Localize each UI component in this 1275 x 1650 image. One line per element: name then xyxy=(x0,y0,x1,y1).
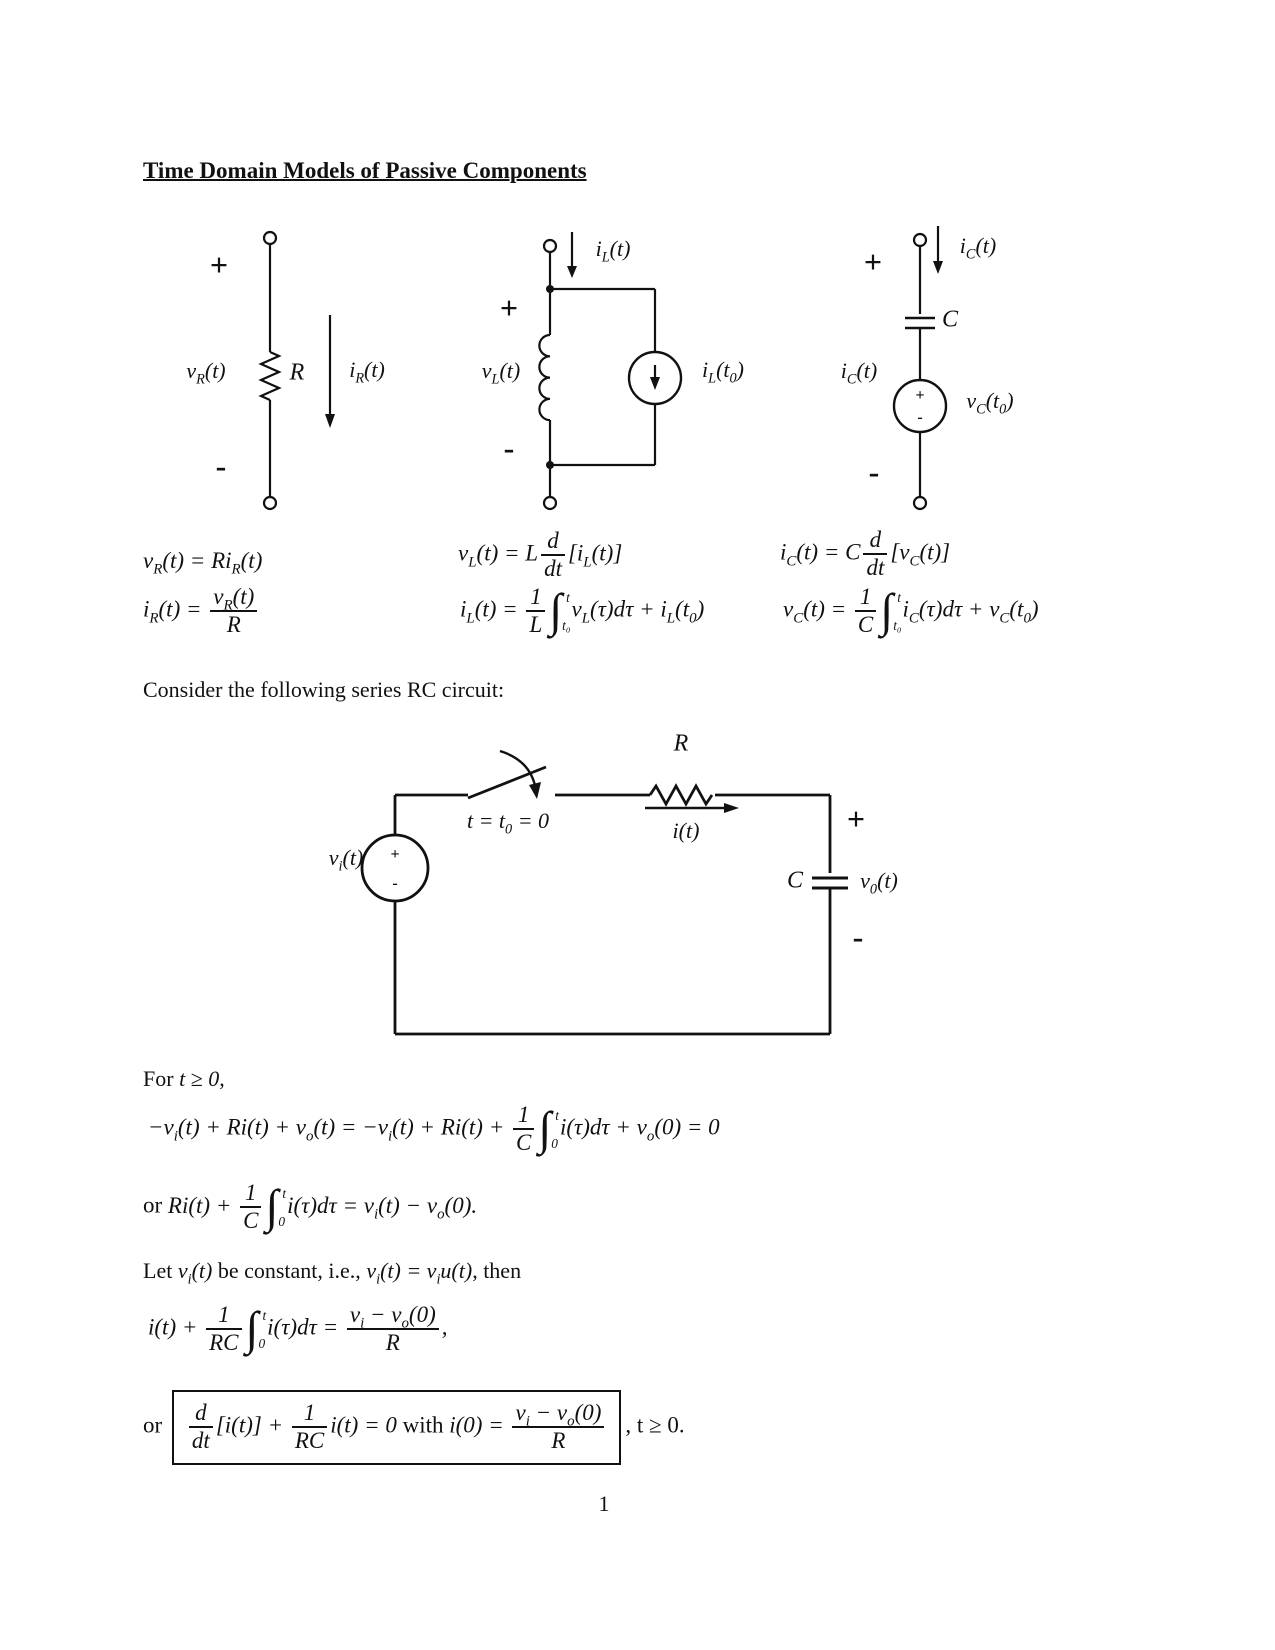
let-then: , then xyxy=(472,1258,522,1283)
rc-circuit-diagram xyxy=(360,749,848,1036)
equation-resistor-voltage: vR(t) = RiR(t) xyxy=(143,548,263,578)
capacitor-current-label: iC(t) xyxy=(959,233,997,263)
for-comma: , xyxy=(219,1066,225,1091)
resistor-symbol xyxy=(258,350,282,402)
resistor-voltage-label: vR(t) xyxy=(186,358,226,388)
page-number: 1 xyxy=(598,1491,610,1516)
switch-symbol xyxy=(467,749,547,800)
page-title: Time Domain Models of Passive Components xyxy=(143,158,587,183)
inductor-current-label: iL(t) xyxy=(595,236,631,266)
rc-capacitor-label: C xyxy=(786,867,804,894)
capacitor-symbol xyxy=(812,876,848,890)
or-label-2: or xyxy=(143,1412,168,1438)
consider-sentence: Consider the following series RC circuit… xyxy=(143,677,505,702)
inductor-voltage-label: vL(t) xyxy=(481,358,521,388)
rc-minus-sign: - xyxy=(852,918,864,955)
capacitor-component-label: C xyxy=(941,306,959,333)
source-minus-sign: - xyxy=(917,409,923,426)
top-current-arrow xyxy=(933,226,943,274)
rc-plus-sign: + xyxy=(846,800,866,837)
rc-source-plus-sign: + xyxy=(390,846,400,863)
let-math-1: vi(t) xyxy=(177,1258,213,1288)
let-line: Let vi(t) be constant, i.e., vi(t) = viu… xyxy=(143,1258,522,1288)
resistor-plus-sign: + xyxy=(209,246,229,283)
capacitor-source-label: vC(t0) xyxy=(966,388,1014,418)
resistor-component-label: R xyxy=(289,359,305,386)
for-line: For t ≥ 0, xyxy=(143,1066,225,1092)
equation-resistor-current: iR(t) = vR(t)R xyxy=(143,584,260,639)
box-suffix: , t ≥ 0. xyxy=(625,1412,685,1438)
resistor-current-label: iR(t) xyxy=(349,357,385,387)
inductor-minus-sign: - xyxy=(503,429,515,466)
resistor-minus-sign: - xyxy=(215,447,227,484)
equation-kvl: −vi(t) + Ri(t) + vo(t) = −vi(t) + Ri(t) … xyxy=(148,1102,720,1156)
capacitor-symbol xyxy=(905,316,935,330)
capacitor-minus-sign: - xyxy=(868,453,880,490)
current-arrow xyxy=(645,803,739,813)
current-arrow xyxy=(325,315,335,428)
inductor-plus-sign: + xyxy=(499,289,519,326)
top-current-arrow xyxy=(567,232,577,278)
rc-current-label: i(t) xyxy=(672,818,700,843)
for-condition: t ≥ 0 xyxy=(179,1066,220,1091)
capacitor-circuit-diagram xyxy=(892,226,948,511)
let-label: Let xyxy=(143,1258,178,1283)
inductor-circuit-diagram xyxy=(538,232,683,511)
capacitor-plus-sign: + xyxy=(863,243,883,280)
rc-resistor-label: R xyxy=(673,730,689,757)
source-plus-sign: + xyxy=(915,387,925,404)
rc-source-minus-sign: - xyxy=(392,875,398,892)
rc-switch-label: t = t0 = 0 xyxy=(466,808,550,838)
for-label: For xyxy=(143,1066,180,1091)
current-source-symbol xyxy=(627,350,683,406)
or-label: or xyxy=(143,1192,168,1218)
resistor-circuit-diagram xyxy=(258,230,335,511)
rc-vout-label: v0(t) xyxy=(860,868,898,898)
inductor-symbol xyxy=(538,333,551,422)
capacitor-left-current-label: iC(t) xyxy=(840,358,878,388)
let-text: be constant, i.e., xyxy=(212,1258,367,1283)
let-math-2: vi(t) = viu(t) xyxy=(366,1258,473,1288)
resistor-symbol xyxy=(648,783,714,807)
rc-source-label: vi(t) xyxy=(328,845,364,875)
inductor-source-label: iL(t0) xyxy=(701,357,745,387)
